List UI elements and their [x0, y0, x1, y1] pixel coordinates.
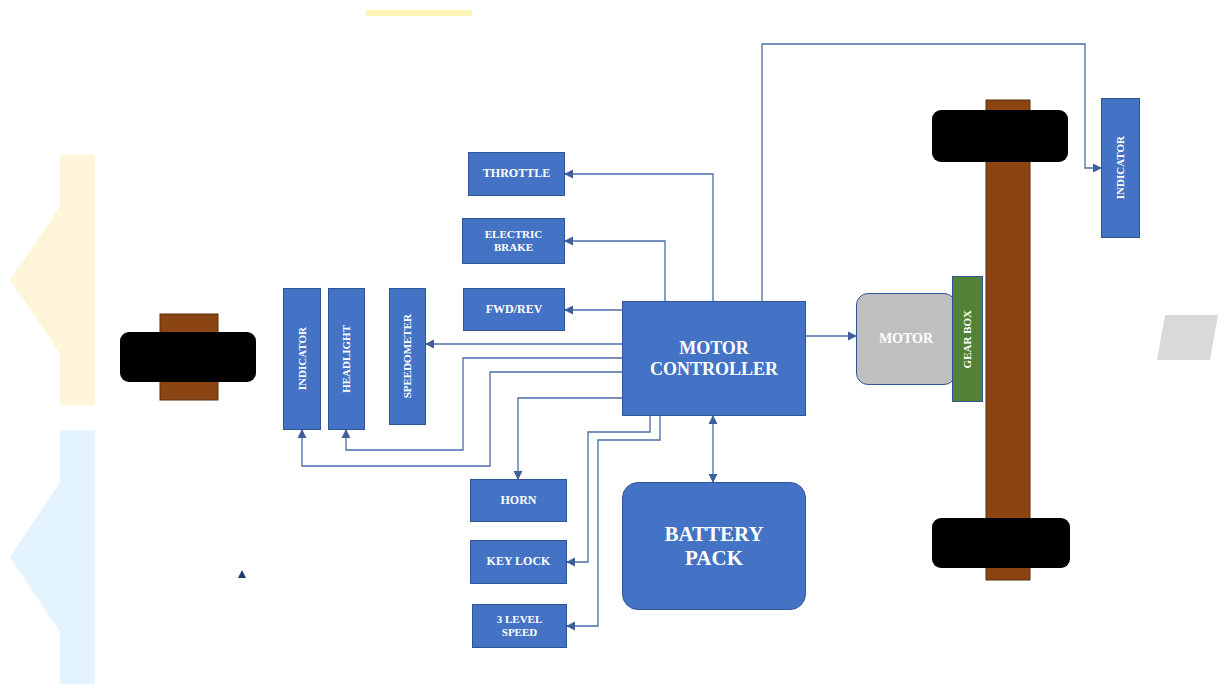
- node-label: MOTOR CONTROLLER: [639, 338, 789, 379]
- watermark-shape: [10, 155, 95, 405]
- signal-connector: [426, 343, 622, 344]
- lamp-box: HEADLIGHT: [328, 288, 365, 430]
- node-label: ELECTRIC BRAKE: [474, 228, 554, 253]
- control-box: ELECTRIC BRAKE: [462, 218, 565, 264]
- signal-connector: [518, 398, 622, 479]
- node-label: SPEEDOMETER: [401, 314, 414, 398]
- rear-wheel: [932, 518, 1070, 568]
- control-box: THROTTLE: [468, 152, 565, 196]
- signal-connector: [346, 358, 622, 450]
- node-label: FWD/REV: [486, 303, 543, 317]
- node-label: HORN: [501, 494, 537, 508]
- node-label: MOTOR: [879, 331, 933, 347]
- signal-connector: [565, 174, 713, 301]
- watermark-shape: [1157, 315, 1218, 360]
- control-box: HORN: [470, 479, 567, 522]
- lamp-box: INDICATOR: [1101, 98, 1140, 238]
- signal-connector: [565, 309, 622, 310]
- node-label: 3 LEVEL SPEED: [485, 613, 555, 638]
- watermark-shape: [10, 430, 95, 684]
- signal-connector: [806, 335, 856, 336]
- front-wheel: [120, 332, 256, 382]
- node-label: THROTTLE: [483, 167, 550, 181]
- rear-axle: [986, 100, 1030, 580]
- node-label: HEADLIGHT: [340, 325, 353, 393]
- gearbox-box: GEAR BOX: [952, 276, 983, 402]
- battery-box: BATTERY PACK: [622, 482, 806, 610]
- node-label: KEY LOCK: [487, 555, 551, 569]
- control-box: FWD/REV: [463, 288, 565, 331]
- rear-wheel: [932, 110, 1068, 162]
- watermark-shape: [60, 155, 95, 405]
- gauge-box: SPEEDOMETER: [389, 288, 426, 425]
- signal-connector: [565, 241, 665, 301]
- lamp-box: INDICATOR: [283, 288, 321, 430]
- node-label: INDICATOR: [296, 327, 309, 390]
- control-box: 3 LEVEL SPEED: [472, 604, 567, 648]
- node-label: INDICATOR: [1114, 136, 1127, 199]
- control-box: KEY LOCK: [470, 540, 567, 584]
- watermark-bar: [366, 10, 472, 16]
- controller-box: MOTOR CONTROLLER: [622, 301, 806, 416]
- node-label: GEAR BOX: [961, 310, 974, 368]
- motor-box: MOTOR: [856, 293, 956, 385]
- signal-connector: [762, 44, 1101, 301]
- node-label: BATTERY PACK: [644, 522, 784, 570]
- signal-connector: [712, 416, 713, 482]
- dot-mark: [238, 570, 246, 578]
- watermark-shape: [60, 430, 95, 684]
